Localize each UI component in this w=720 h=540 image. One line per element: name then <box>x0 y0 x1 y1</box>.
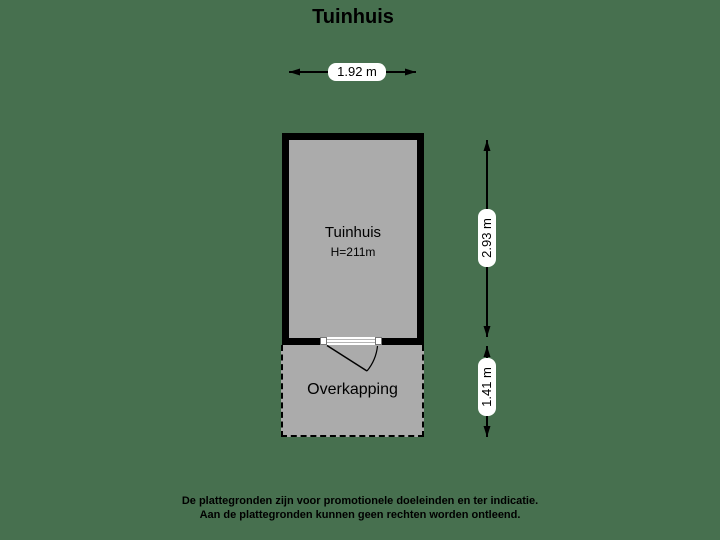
disclaimer-line-1: De plattegronden zijn voor promotionele … <box>181 495 539 507</box>
disclaimer: De plattegronden zijn voor promotionele … <box>0 495 720 522</box>
room-tuinhuis-height-label: H=211m <box>330 245 376 259</box>
door-opening <box>320 337 382 345</box>
width-dimension-label: 1.92 m <box>328 63 386 81</box>
door-threshold-lines <box>327 337 375 345</box>
door-jamb-left <box>320 337 327 345</box>
room-tuinhuis-label: Tuinhuis <box>324 224 382 241</box>
door-jamb-right <box>375 337 382 345</box>
door-swing-icon <box>326 344 379 372</box>
room-tuinhuis: Tuinhuis H=211m <box>282 133 424 345</box>
height-canopy-dimension-label: 1.41 m <box>478 358 496 416</box>
height-main-dimension-label: 2.93 m <box>478 209 496 267</box>
page-title: Tuinhuis <box>312 6 394 28</box>
disclaimer-line-2: Aan de plattegronden kunnen geen rechten… <box>199 508 521 521</box>
room-overkapping-label: Overkapping <box>307 381 398 398</box>
room-overkapping: Overkapping <box>281 345 424 437</box>
